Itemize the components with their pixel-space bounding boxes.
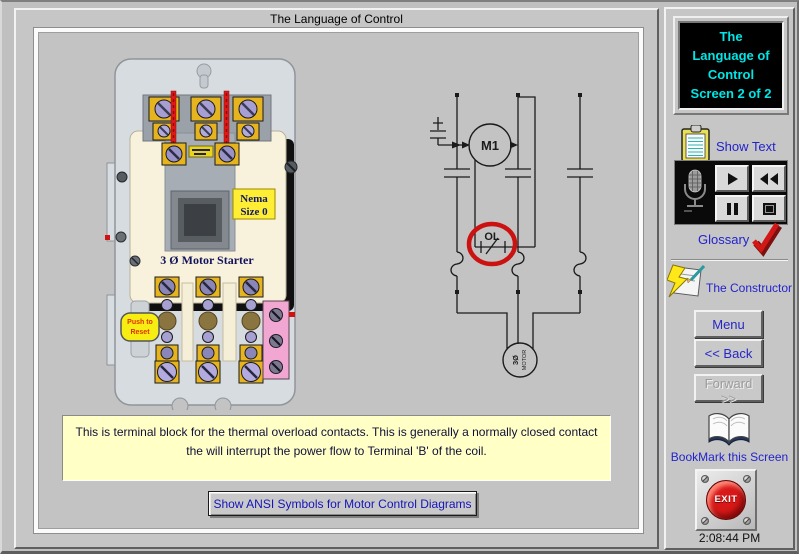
reset-button[interactable]: Push to Reset — [120, 312, 160, 342]
contact-cover — [170, 190, 230, 250]
insulator-bar — [181, 282, 194, 362]
show-ansi-symbols-button[interactable]: Show ANSI Symbols for Motor Control Diag… — [208, 491, 477, 516]
description-line-2: the will interrupt the power flow to Ter… — [186, 444, 487, 458]
pause-button[interactable] — [715, 195, 749, 222]
overload-highlight-circle — [466, 221, 518, 267]
insulator-bar — [222, 282, 237, 362]
screen-title-line1: The — [719, 29, 743, 44]
screen-title-line2: Language of — [692, 48, 770, 63]
microphone-icon — [684, 169, 706, 212]
overload-heaters — [450, 251, 587, 349]
nema-size-label: Nema Size 0 — [232, 188, 276, 220]
screw-icon — [105, 160, 298, 267]
book-icon[interactable] — [706, 411, 752, 449]
screw-icon — [701, 475, 709, 483]
coil-terminals — [161, 142, 240, 166]
mounting-notch — [171, 397, 189, 410]
starter-name-label: 3 Ø Motor Starter — [160, 253, 254, 267]
coil-junction-arrows — [452, 141, 518, 149]
nema-label-line1: Nema — [240, 193, 268, 205]
content-frame: Nema Size 0 3 Ø Motor Starter — [33, 27, 644, 534]
screen-title-line3: Control — [707, 67, 755, 82]
main-panel: The Language of Control — [14, 8, 659, 549]
constructor-icon[interactable] — [667, 264, 705, 298]
glossary-button[interactable]: Glossary — [698, 232, 750, 247]
overload-terminal-block[interactable] — [262, 300, 295, 380]
motor-circuit-diagram: M1 OL 3Ø MOTOR — [430, 93, 593, 378]
clock: 2:08:44 PM — [698, 531, 761, 545]
wire-node — [455, 290, 459, 294]
pause-icon — [727, 202, 738, 215]
screen-title-frame: The Language of Control Screen 2 of 2 — [673, 16, 789, 115]
constructor-button[interactable]: The Constructor — [706, 281, 793, 295]
keyhole-icon — [196, 63, 212, 89]
stop-button[interactable] — [752, 195, 786, 222]
screen-title-line4: Screen 2 of 2 — [690, 86, 772, 101]
screw-icon — [743, 517, 751, 525]
reset-label-line2: Reset — [130, 329, 150, 336]
audio-panel — [674, 160, 788, 225]
back-button[interactable]: << Back — [694, 339, 763, 367]
motor-label-line2: MOTOR — [522, 350, 528, 370]
phase-lines — [430, 93, 593, 252]
forward-button[interactable]: Forward >> — [694, 374, 763, 406]
coil-label: M1 — [481, 138, 499, 153]
clipboard-icon[interactable] — [680, 125, 711, 163]
screen-title: The Language of Control Screen 2 of 2 — [678, 21, 784, 110]
overload-label: OL — [484, 231, 500, 243]
bookmark-button[interactable]: BookMark this Screen — [670, 450, 789, 464]
description-note: This is terminal block for the thermal o… — [62, 415, 611, 481]
line-terminals — [148, 96, 264, 141]
motor-label: 3Ø MOTOR — [511, 350, 528, 370]
show-text-button[interactable]: Show Text — [716, 139, 776, 154]
motor-starter-illustration: Nema Size 0 3 Ø Motor Starter — [105, 58, 298, 410]
exit-plate: EXIT — [695, 469, 757, 531]
sidebar: The Language of Control Screen 2 of 2 Sh… — [664, 7, 795, 550]
screw-icon — [701, 517, 709, 525]
motor-circle — [502, 342, 538, 378]
page-title: The Language of Control — [270, 12, 403, 26]
wire-node — [578, 290, 582, 294]
motor-label-line1: 3Ø — [511, 355, 520, 365]
reset-label-line1: Push to — [127, 319, 153, 326]
sidebar-divider — [671, 259, 788, 261]
load-terminal-strips — [154, 276, 264, 384]
nema-label-line2: Size 0 — [240, 206, 268, 218]
coil-circle — [468, 123, 512, 167]
screw-icon — [743, 475, 751, 483]
wire-node — [516, 290, 520, 294]
rewind-button[interactable] — [752, 165, 786, 192]
play-icon — [728, 172, 738, 185]
menu-button[interactable]: Menu — [694, 310, 763, 338]
content-area: Nema Size 0 3 Ø Motor Starter — [38, 32, 639, 529]
mounting-notch — [214, 397, 232, 410]
stop-icon — [763, 202, 776, 215]
rewind-icon — [760, 172, 778, 185]
starter-model-label — [188, 145, 214, 158]
overload-contact — [480, 237, 506, 255]
checkmark-icon — [752, 222, 782, 257]
exit-button[interactable]: EXIT — [706, 480, 746, 520]
play-button[interactable] — [715, 165, 749, 192]
description-line-1: This is terminal block for the thermal o… — [75, 425, 598, 439]
